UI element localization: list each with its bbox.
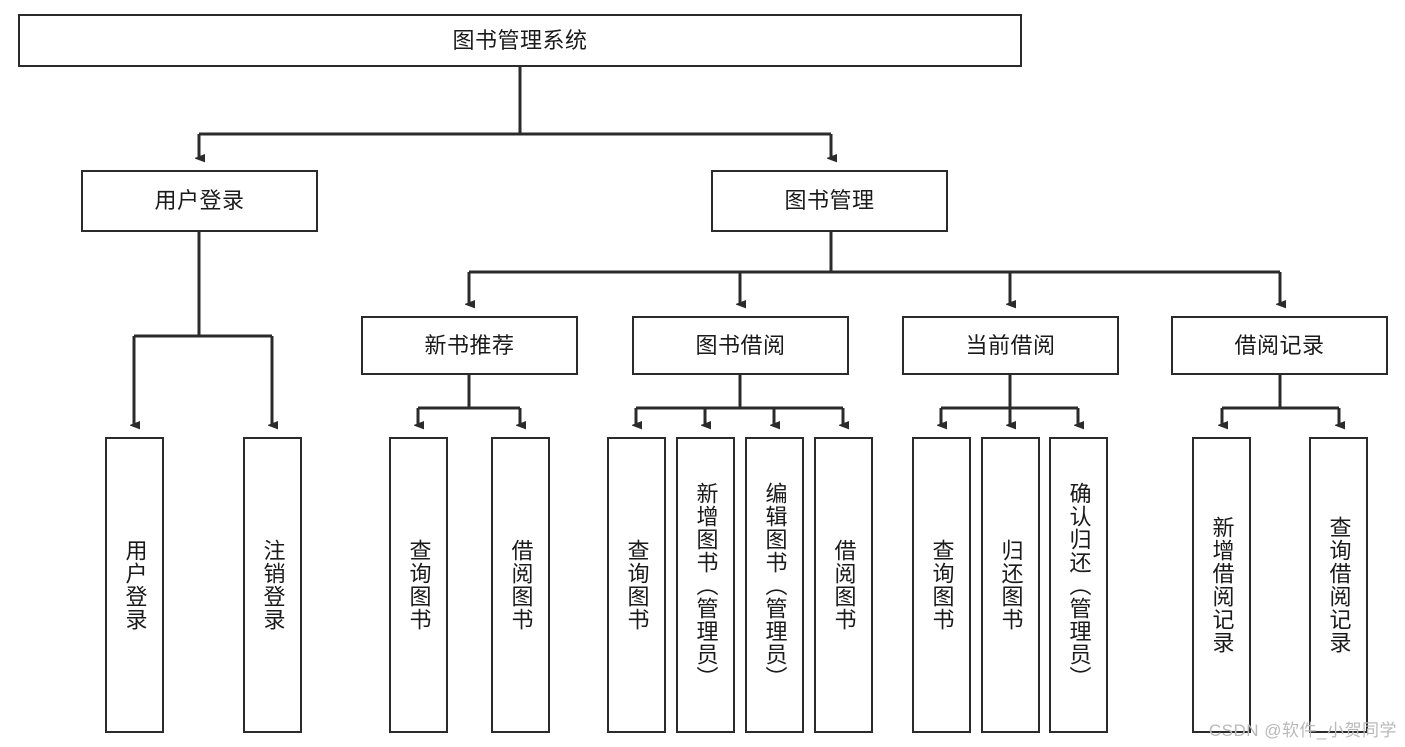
csdn-watermark: CSDN @软件_小贺同学 [1208, 721, 1397, 740]
node-leaf-query-book-2-label: 查询图书 [624, 539, 650, 631]
node-leaf-user-login[interactable]: 用户登录 [105, 437, 164, 733]
node-user-login[interactable]: 用户登录 [81, 170, 318, 232]
node-book-manage-label: 图书管理 [784, 188, 875, 214]
node-current-borrow-label: 当前借阅 [965, 332, 1056, 358]
node-leaf-query-book-1[interactable]: 查询图书 [389, 437, 448, 733]
node-new-book-recommend[interactable]: 新书推荐 [361, 316, 578, 375]
node-leaf-borrow-book-1-label: 借阅图书 [508, 539, 534, 631]
node-borrow-record[interactable]: 借阅记录 [1171, 316, 1388, 375]
node-leaf-borrow-book-1[interactable]: 借阅图书 [491, 437, 550, 733]
node-leaf-user-logout-label: 注销登录 [260, 539, 286, 631]
node-book-manage[interactable]: 图书管理 [711, 170, 948, 232]
node-leaf-add-record[interactable]: 新增借阅记录 [1192, 437, 1251, 733]
node-leaf-add-record-label: 新增借阅记录 [1209, 516, 1235, 654]
node-leaf-query-book-3-label: 查询图书 [929, 539, 955, 631]
node-leaf-query-book-2[interactable]: 查询图书 [607, 437, 666, 733]
node-leaf-user-login-label: 用户登录 [122, 539, 148, 631]
node-leaf-edit-book[interactable]: 编辑图书（管理员） [745, 437, 804, 733]
node-current-borrow[interactable]: 当前借阅 [902, 316, 1119, 375]
node-leaf-query-record-label: 查询借阅记录 [1326, 516, 1352, 654]
node-book-borrow-label: 图书借阅 [695, 332, 786, 358]
node-leaf-query-book-1-label: 查询图书 [406, 539, 432, 631]
node-book-borrow[interactable]: 图书借阅 [632, 316, 849, 375]
node-user-login-label: 用户登录 [154, 188, 245, 214]
node-leaf-confirm-return-label: 确认归还（管理员） [1066, 481, 1092, 689]
node-root-label: 图书管理系统 [452, 27, 588, 53]
node-leaf-borrow-book-2-label: 借阅图书 [831, 539, 857, 631]
node-leaf-edit-book-label: 编辑图书（管理员） [762, 481, 788, 689]
node-leaf-query-record[interactable]: 查询借阅记录 [1309, 437, 1368, 733]
node-root[interactable]: 图书管理系统 [18, 14, 1022, 67]
node-leaf-return-book-label: 归还图书 [998, 539, 1024, 631]
node-leaf-borrow-book-2[interactable]: 借阅图书 [814, 437, 873, 733]
node-new-book-recommend-label: 新书推荐 [424, 332, 515, 358]
node-leaf-add-book[interactable]: 新增图书（管理员） [676, 437, 735, 733]
node-leaf-user-logout[interactable]: 注销登录 [243, 437, 302, 733]
node-leaf-query-book-3[interactable]: 查询图书 [912, 437, 971, 733]
node-leaf-return-book[interactable]: 归还图书 [981, 437, 1040, 733]
node-leaf-add-book-label: 新增图书（管理员） [693, 481, 719, 689]
node-borrow-record-label: 借阅记录 [1234, 332, 1325, 358]
node-leaf-confirm-return[interactable]: 确认归还（管理员） [1049, 437, 1108, 733]
